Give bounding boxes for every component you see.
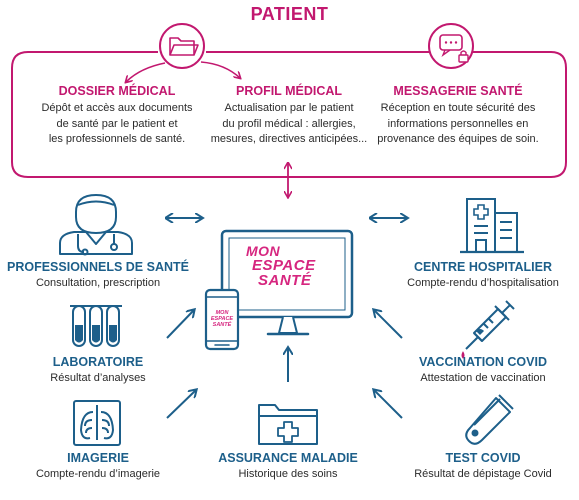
logo-line-3: SANTÉ <box>258 272 312 289</box>
dossier-medical-line-3: les professionnels de santé. <box>48 133 186 145</box>
node-assurance: ASSURANCE MALADIE Historique des soins <box>190 451 386 480</box>
arrow-test <box>374 390 403 419</box>
node-laboratoire: LABORATOIRE Résultat d’analyses <box>0 355 196 384</box>
profil-medical-line-1: Actualisation par le patient <box>224 102 354 114</box>
arrow-imagerie <box>166 390 196 419</box>
monitor-icon <box>220 229 354 336</box>
dossier-medical-section: DOSSIER MÉDICAL Dépôt et accès aux docum… <box>22 84 212 148</box>
doctor-icon <box>59 194 133 256</box>
profil-medical-section: PROFIL MÉDICAL Actualisation par le pati… <box>194 84 384 148</box>
arrow-to-profil <box>200 61 240 78</box>
node-imagerie-heading: IMAGERIE <box>67 451 129 465</box>
messagerie-sante-section: MESSAGERIE SANTÉ Réception en toute sécu… <box>360 84 556 148</box>
profil-medical-line-3: mesures, directives anticipées... <box>210 133 368 145</box>
mon-espace-sante-logo: MON ESPACE SANTÉ <box>246 244 336 288</box>
node-professionnels-text: Consultation, prescription <box>35 277 161 289</box>
node-test-heading: TEST COVID <box>445 451 521 465</box>
arrow-laboratoire <box>166 310 194 339</box>
hospital-icon <box>460 198 524 254</box>
node-centre: CENTRE HOSPITALIER Compte-rendu d’hospit… <box>390 260 576 289</box>
syringe-icon <box>461 300 515 359</box>
messagerie-sante-heading: MESSAGERIE SANTÉ <box>393 84 523 98</box>
test-tubes-icon <box>70 305 122 347</box>
medical-folder-icon <box>258 404 318 445</box>
node-vaccination-text: Attestation de vaccination <box>420 372 546 384</box>
node-test-text: Résultat de dépistage Covid <box>414 468 552 480</box>
dossier-medical-heading: DOSSIER MÉDICAL <box>58 84 176 98</box>
logo-line-2: ESPACE <box>252 257 316 274</box>
page-title: PATIENT <box>250 4 329 24</box>
node-laboratoire-heading: LABORATOIRE <box>52 355 144 369</box>
swab-tube-icon <box>465 394 514 445</box>
svg-text:ESPACE: ESPACE <box>211 316 234 322</box>
profil-medical-line-2: du profil médical : allergies, <box>222 117 356 130</box>
node-centre-heading: CENTRE HOSPITALIER <box>414 260 552 274</box>
dossier-medical-line-1: Dépôt et accès aux documents <box>41 102 193 114</box>
svg-text:MON: MON <box>216 310 230 316</box>
folder-icon <box>159 23 205 69</box>
phone-icon: MON ESPACE SANTÉ <box>204 288 240 351</box>
dossier-medical-line-2: de santé par le patient et <box>56 117 178 130</box>
node-assurance-heading: ASSURANCE MALADIE <box>218 451 358 465</box>
node-assurance-text: Historique des soins <box>238 468 338 480</box>
node-test: TEST COVID Résultat de dépistage Covid <box>390 451 576 480</box>
node-vaccination: VACCINATION COVID Attestation de vaccina… <box>390 355 576 384</box>
secure-message-icon <box>428 23 474 69</box>
messagerie-sante-line-2: informations personnelles en <box>387 117 529 130</box>
messagerie-sante-line-1: Réception en toute sécurité des <box>380 102 536 114</box>
profil-medical-heading: PROFIL MÉDICAL <box>235 84 343 98</box>
arrow-to-dossier <box>126 62 166 82</box>
arrow-vaccination <box>374 310 403 339</box>
messagerie-sante-line-3: provenance des équipes de soin. <box>377 133 539 145</box>
node-vaccination-heading: VACCINATION COVID <box>418 355 547 369</box>
xray-icon <box>73 400 121 446</box>
node-laboratoire-text: Résultat d’analyses <box>50 372 146 384</box>
logo-line-1: MON <box>246 243 281 259</box>
node-professionnels: PROFESSIONNELS DE SANTÉ Consultation, pr… <box>0 260 196 289</box>
node-imagerie-text: Compte-rendu d’imagerie <box>35 468 161 480</box>
node-imagerie: IMAGERIE Compte-rendu d’imagerie <box>0 451 196 480</box>
node-centre-text: Compte-rendu d’hospitalisation <box>407 277 559 289</box>
node-professionnels-heading: PROFESSIONNELS DE SANTÉ <box>7 260 189 274</box>
svg-text:SANTÉ: SANTÉ <box>213 320 232 328</box>
